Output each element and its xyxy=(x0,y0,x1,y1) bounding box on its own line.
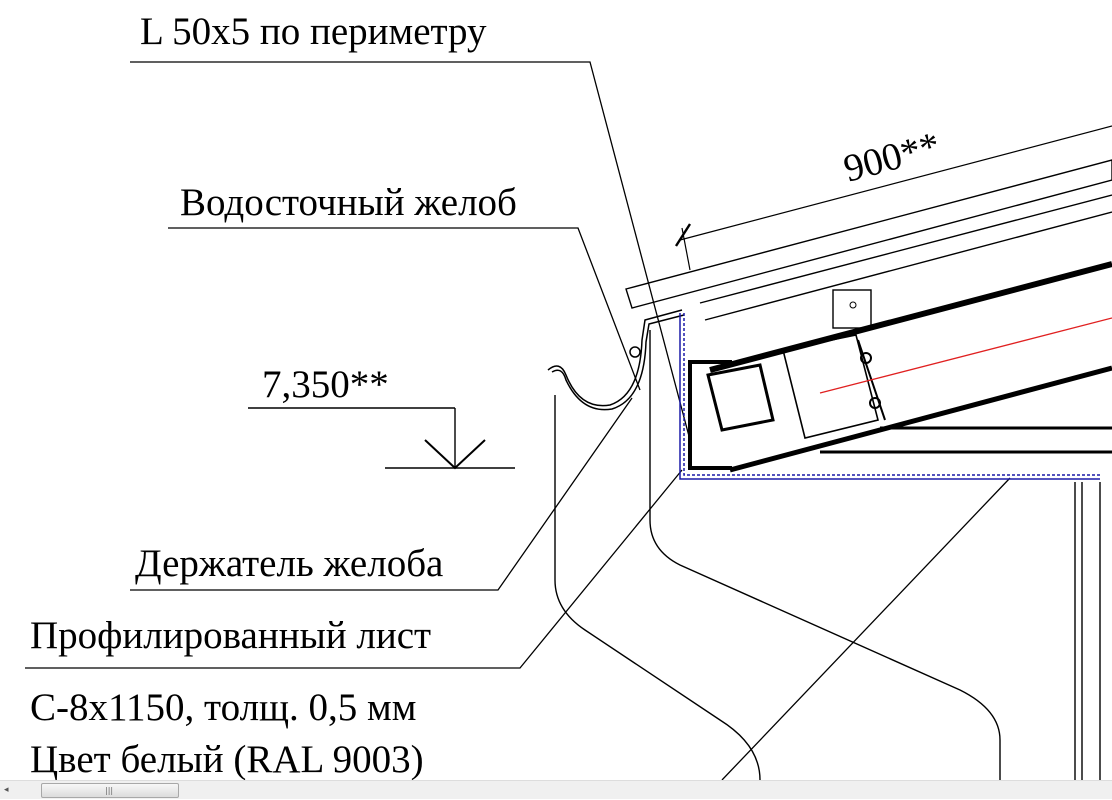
leader-bottom xyxy=(721,477,1011,780)
label-elevation: 7,350** xyxy=(262,363,389,406)
elevation-mark xyxy=(248,407,515,470)
insulation-line xyxy=(679,313,1100,480)
label-angle: L 50x5 по периметру xyxy=(140,10,487,53)
wall xyxy=(1074,482,1101,780)
label-dimension: 900** xyxy=(839,124,944,191)
leader-angle xyxy=(130,61,691,441)
grip-icon: ||| xyxy=(105,786,114,795)
contour-outline xyxy=(554,330,1001,780)
label-gutter-holder: Держатель желоба xyxy=(135,542,443,585)
scrollbar-thumb[interactable]: ||| xyxy=(41,783,179,798)
label-sheet-color: Цвет белый (RAL 9003) xyxy=(30,738,424,780)
axis-line xyxy=(819,317,1112,394)
cad-drawing: L 50x5 по периметру 900** Водосточный же… xyxy=(25,10,1112,780)
scroll-left-arrow-icon[interactable]: ◂ xyxy=(4,785,9,795)
horizontal-scrollbar[interactable]: ◂ ||| xyxy=(0,780,1112,799)
label-profiled-sheet: Профилированный лист xyxy=(30,614,431,657)
roof-board xyxy=(625,159,1112,321)
label-gutter: Водосточный желоб xyxy=(180,181,517,224)
gutter xyxy=(547,309,685,411)
leader-gutter xyxy=(168,227,641,391)
rafter-beam xyxy=(688,261,1112,473)
leader-lines xyxy=(25,61,1011,780)
leader-holder xyxy=(130,397,633,591)
leader-sheet xyxy=(25,469,683,669)
label-sheet-spec: С-8х1150, толщ. 0,5 мм xyxy=(30,686,416,729)
dimension-line xyxy=(674,125,1112,271)
